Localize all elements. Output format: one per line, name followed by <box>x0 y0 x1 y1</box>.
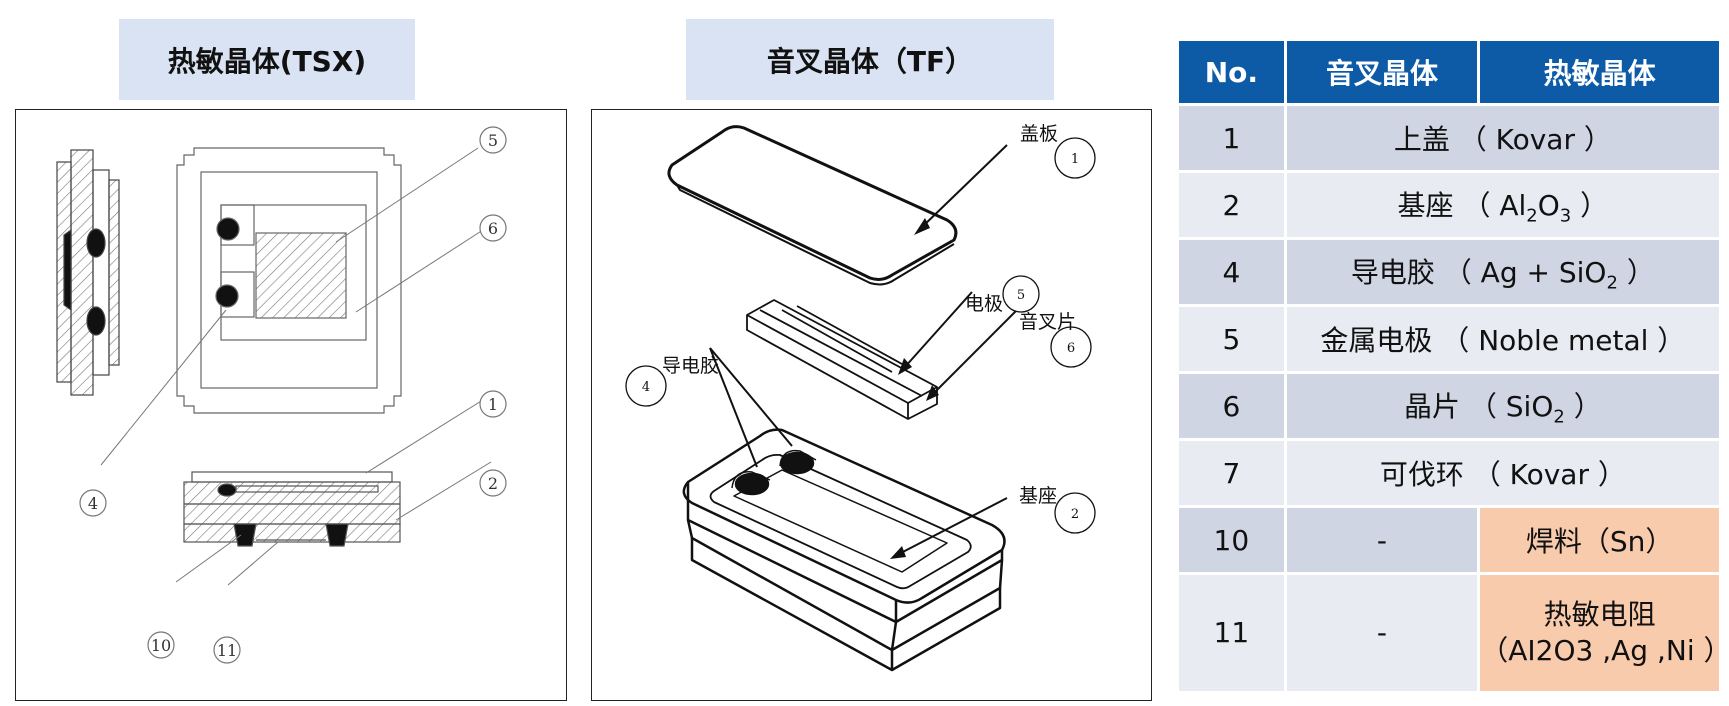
tsx-callout-4: 4 <box>88 494 98 513</box>
tf-lid <box>667 125 958 281</box>
tf-drawing-panel: 1 5 6 4 2 盖板 电极 音叉片 导电胶 基座 <box>591 109 1152 701</box>
row-no: 4 <box>1179 240 1284 304</box>
header-tsx: 热敏晶体 <box>1480 41 1719 103</box>
tf-title: 音叉晶体（TF） <box>686 19 1054 100</box>
row-tsx-material: 焊料（Sn） <box>1480 508 1719 572</box>
tf-callout-4: 4 <box>642 380 650 395</box>
row-tf-material: - <box>1286 508 1478 572</box>
tf-label-lid: 盖板 <box>1020 123 1058 145</box>
tsx-title: 热敏晶体(TSX) <box>119 19 415 100</box>
material-table: No. 音叉晶体 热敏晶体 1 上盖 （ Kovar ） 2 基座 （ Al2O… <box>1176 38 1729 694</box>
tf-fork <box>746 299 938 420</box>
table-row: 2 基座 （ Al2O3 ） <box>1179 173 1719 237</box>
row-material: 导电胶 （ Ag + SiO2 ） <box>1286 240 1719 304</box>
tf-base <box>682 428 1006 672</box>
tsx-callouts <box>79 126 507 664</box>
row-tsx-material: 热敏电阻（AI2O3 ,Ag ,Ni ） <box>1480 575 1729 691</box>
header-no: No. <box>1179 41 1284 103</box>
tf-callout-6: 6 <box>1067 341 1075 356</box>
tsx-callout-1: 1 <box>488 395 498 414</box>
tsx-callout-11: 11 <box>217 641 237 660</box>
row-no: 10 <box>1179 508 1284 572</box>
tsx-top-view <box>176 147 402 414</box>
tf-arrows <box>709 144 1018 556</box>
row-material: 可伐环 （ Kovar ） <box>1286 441 1719 505</box>
tsx-section-view <box>183 471 401 547</box>
row-no: 2 <box>1179 173 1284 237</box>
tf-label-base: 基座 <box>1019 485 1057 507</box>
row-material: 上盖 （ Kovar ） <box>1286 106 1719 170</box>
tsx-callout-5: 5 <box>488 131 498 150</box>
table-row: 11 - 热敏电阻（AI2O3 ,Ag ,Ni ） <box>1179 575 1729 691</box>
row-no: 1 <box>1179 106 1284 170</box>
tsx-side-view <box>56 149 120 396</box>
row-no: 11 <box>1179 575 1284 691</box>
tsx-callout-2: 2 <box>488 474 498 493</box>
tf-label-fork: 音叉片 <box>1019 311 1076 333</box>
tsx-drawing-panel: 5 6 4 1 2 10 11 <box>15 109 567 701</box>
row-material: 晶片 （ SiO2 ） <box>1286 374 1719 438</box>
tf-label-adhesive: 导电胶 <box>662 355 719 377</box>
row-material: 基座 （ Al2O3 ） <box>1286 173 1719 237</box>
tf-callout-2: 2 <box>1071 507 1079 522</box>
tf-drawing: 1 5 6 4 2 盖板 电极 音叉片 导电胶 基座 <box>625 123 1096 672</box>
row-no: 7 <box>1179 441 1284 505</box>
row-tf-material: - <box>1286 575 1478 691</box>
tsx-callout-6: 6 <box>488 219 498 238</box>
row-material: 金属电极 （ Noble metal ） <box>1286 307 1719 371</box>
row-no: 5 <box>1179 307 1284 371</box>
header-tf: 音叉晶体 <box>1286 41 1478 103</box>
tf-label-electrode: 电极 <box>965 293 1003 315</box>
tf-callout-5: 5 <box>1017 288 1025 303</box>
table-row: 7 可伐环 （ Kovar ） <box>1179 441 1719 505</box>
tsx-leader-lines <box>100 147 495 586</box>
table-row: 5 金属电极 （ Noble metal ） <box>1179 307 1719 371</box>
table-row: 1 上盖 （ Kovar ） <box>1179 106 1719 170</box>
table-row: 6 晶片 （ SiO2 ） <box>1179 374 1719 438</box>
tf-callout-1: 1 <box>1071 152 1079 167</box>
table-row: 4 导电胶 （ Ag + SiO2 ） <box>1179 240 1719 304</box>
tsx-callout-10: 10 <box>151 636 171 655</box>
tsx-drawing: 5 6 4 1 2 10 11 <box>56 126 507 664</box>
table-row: 10 - 焊料（Sn） <box>1179 508 1719 572</box>
table-header-row: No. 音叉晶体 热敏晶体 <box>1179 41 1719 103</box>
row-no: 6 <box>1179 374 1284 438</box>
